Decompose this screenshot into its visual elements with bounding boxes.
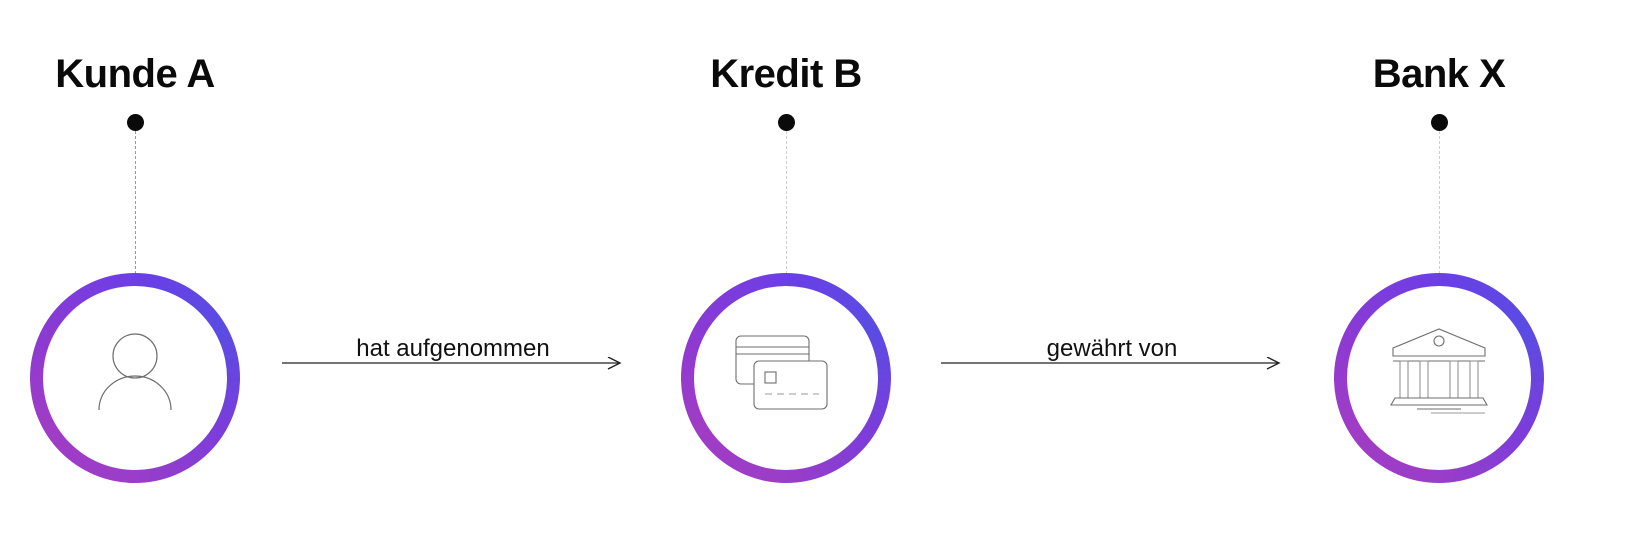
bank-building-icon	[1390, 328, 1488, 414]
anchor-dot	[126, 114, 144, 131]
node-title: Kunde A	[55, 52, 215, 96]
gradient-ring	[681, 273, 891, 483]
node-title: Kredit B	[710, 52, 862, 96]
dashed-connector	[786, 131, 787, 274]
credit-cards-icon	[735, 335, 828, 410]
gradient-ring	[30, 273, 240, 483]
anchor-dot	[777, 114, 795, 131]
gradient-ring	[1334, 273, 1544, 483]
edge-gewaehrt-von: gewährt von	[941, 335, 1283, 385]
edge-label: hat aufgenommen	[356, 335, 550, 362]
edge-hat-aufgenommen: hat aufgenommen	[282, 335, 624, 385]
dashed-connector	[135, 131, 136, 274]
person-icon	[98, 333, 172, 411]
arrow-right-icon	[941, 357, 1281, 370]
node-kredit-b: Kredit B	[676, 0, 896, 535]
anchor-dot	[1430, 114, 1448, 131]
dashed-connector	[1439, 131, 1440, 274]
node-bank-x: Bank X	[1329, 0, 1549, 535]
edge-label: gewährt von	[1046, 335, 1178, 362]
node-title: Bank X	[1372, 52, 1506, 96]
arrow-right-icon	[282, 357, 622, 370]
node-kunde-a: Kunde A	[25, 0, 245, 535]
